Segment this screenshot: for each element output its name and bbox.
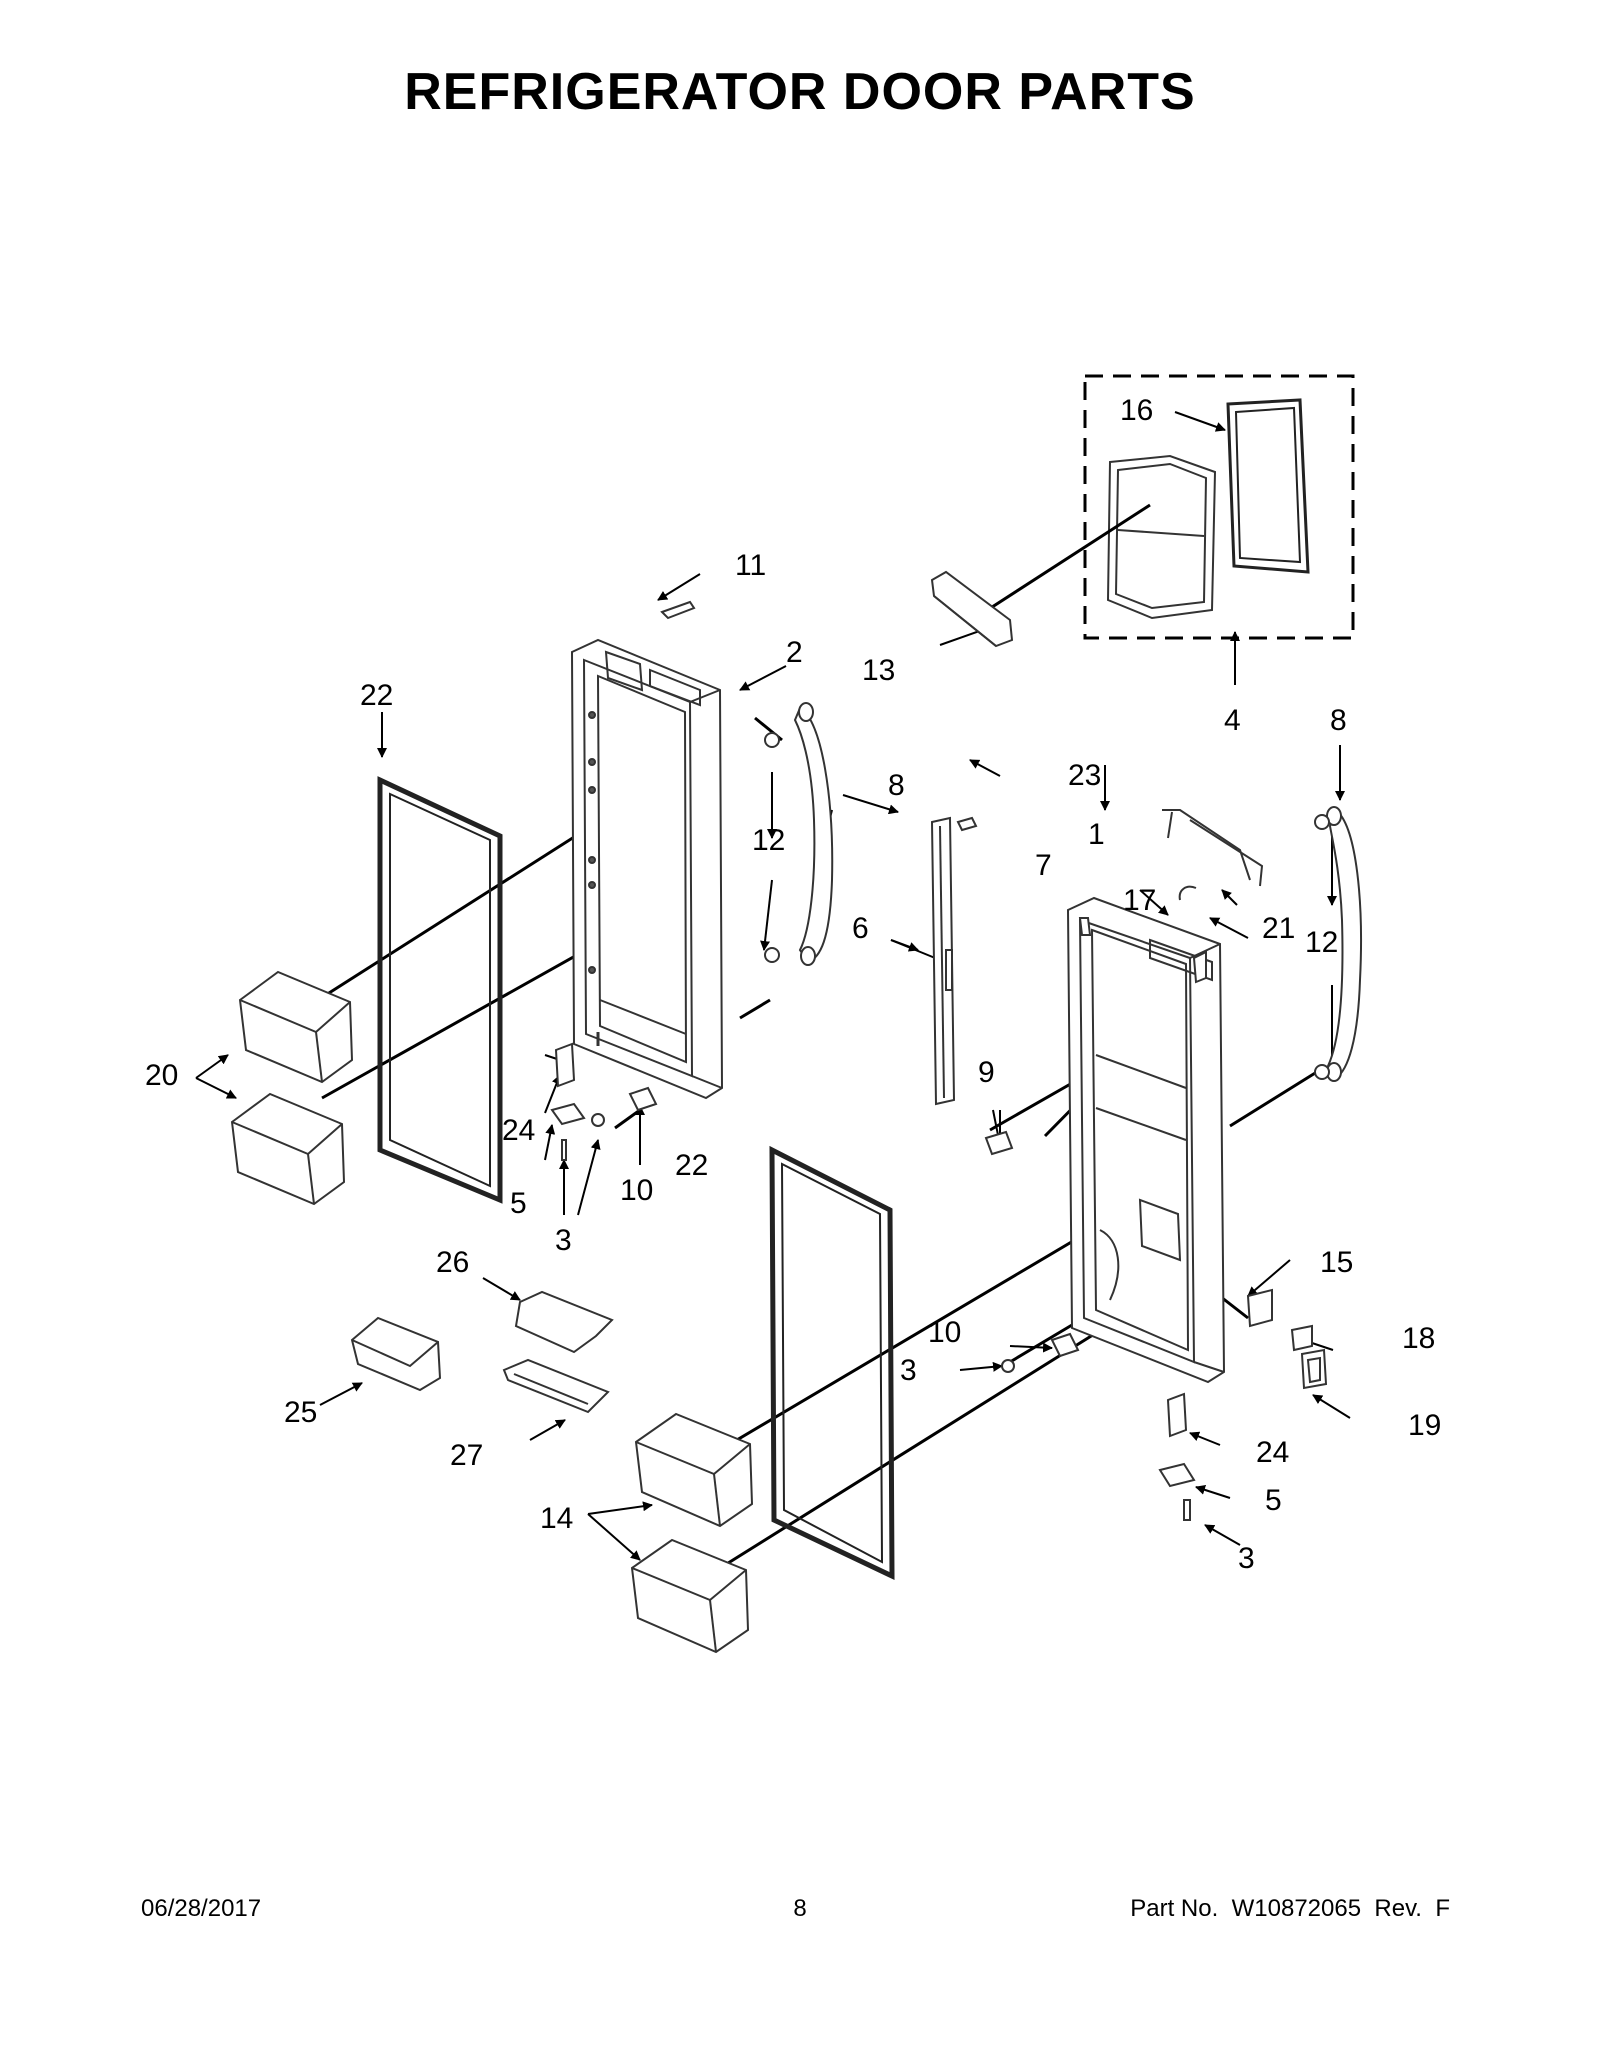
callout-24: 24 — [1256, 1436, 1289, 1469]
rev-value: F — [1435, 1895, 1450, 1922]
callout-3: 3 — [555, 1224, 572, 1257]
door-bin-kit-group — [1083, 374, 1355, 640]
callout-6: 6 — [852, 912, 869, 945]
callout-14: 14 — [540, 1502, 573, 1535]
center-mullion-drawing — [930, 816, 1014, 1156]
callout-8: 8 — [1330, 704, 1347, 737]
callout-7: 7 — [1035, 849, 1052, 882]
callout-15: 15 — [1320, 1246, 1353, 1279]
footer-date: 06/28/2017 — [141, 1895, 262, 1922]
right-handle-drawing — [1314, 806, 1362, 1082]
left-door-drawing — [570, 638, 724, 1100]
clip-11-drawing — [660, 600, 696, 620]
part-number: W10872065 — [1231, 1895, 1362, 1922]
callout-22: 22 — [675, 1149, 708, 1182]
callout-10: 10 — [928, 1316, 961, 1349]
callout-25: 25 — [284, 1396, 317, 1429]
right-door-wiring-drawing — [1162, 809, 1264, 984]
callout-1: 1 — [1088, 818, 1105, 851]
callout-9: 9 — [978, 1056, 995, 1089]
right-door-drawing — [1066, 896, 1226, 1384]
callout-24: 24 — [502, 1114, 535, 1147]
callout-5: 5 — [510, 1187, 527, 1220]
callout-22: 22 — [360, 679, 393, 712]
callout-3: 3 — [1238, 1542, 1255, 1575]
footer-part-info: Part No. W10872065 Rev. F — [1130, 1895, 1450, 1923]
part-label: Part No. — [1130, 1895, 1219, 1922]
panel-16-drawing — [1226, 398, 1310, 574]
callout-8: 8 — [888, 769, 905, 802]
callout-16: 16 — [1120, 394, 1153, 427]
callout-27: 27 — [450, 1439, 483, 1472]
left-hinge-parts-drawing — [550, 1032, 658, 1161]
callout-3: 3 — [900, 1354, 917, 1387]
callout-12: 12 — [1305, 926, 1338, 959]
left-gasket-drawing — [377, 776, 503, 1204]
crisper-parts-drawing — [350, 1290, 614, 1414]
callout-17: 17 — [1123, 884, 1156, 917]
bin-13-drawing — [930, 570, 1014, 648]
left-door-bins-drawing — [230, 970, 354, 1206]
callout-2: 2 — [786, 636, 803, 669]
rev-label: Rev. — [1374, 1895, 1422, 1922]
callout-18: 18 — [1402, 1322, 1435, 1355]
callout-19: 19 — [1408, 1409, 1441, 1442]
callout-21: 21 — [1262, 912, 1295, 945]
callout-26: 26 — [436, 1246, 469, 1279]
left-handle-drawing — [764, 702, 834, 966]
callout-4: 4 — [1224, 704, 1241, 737]
callout-20: 20 — [145, 1059, 178, 1092]
callout-labels: 1 2 3 3 3 4 5 5 6 7 8 8 9 10 10 11 12 12… — [145, 394, 1441, 1575]
callout-12: 12 — [752, 824, 785, 857]
callout-11: 11 — [735, 549, 766, 582]
page-title: REFRIGERATOR DOOR PARTS — [404, 63, 1196, 121]
right-small-parts-drawing — [1246, 1288, 1328, 1390]
callout-23: 23 — [1068, 759, 1101, 792]
callout-10: 10 — [620, 1174, 653, 1207]
callout-5: 5 — [1265, 1484, 1282, 1517]
right-door-bins-drawing — [630, 1412, 754, 1654]
right-hinge-parts-drawing — [1001, 1332, 1196, 1521]
right-gasket-drawing — [769, 1145, 895, 1580]
callout-13: 13 — [862, 654, 895, 687]
footer-page-number: 8 — [793, 1895, 807, 1922]
bin-frame-drawing — [1106, 454, 1217, 620]
